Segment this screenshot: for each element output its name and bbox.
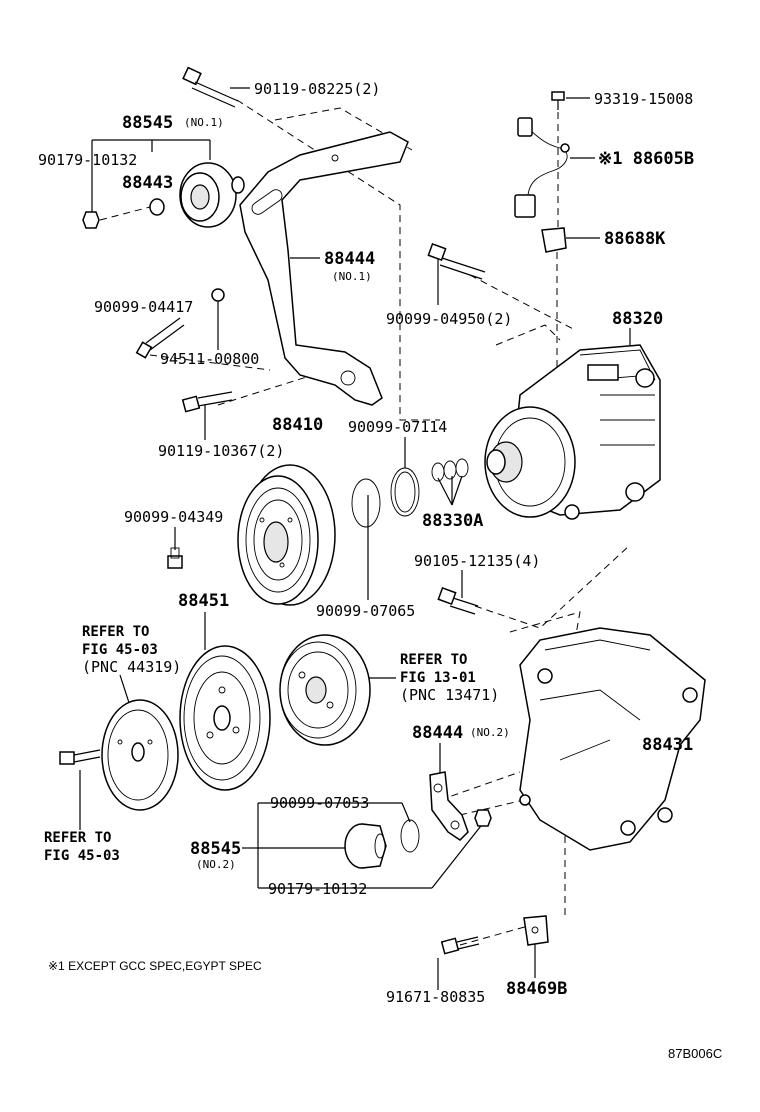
shim-set-88330A-icon [431, 458, 469, 482]
pulley-fig-13-01-icon [279, 634, 371, 746]
refer-45-03b-line2: FIG 45-03 [44, 848, 120, 864]
label-88431: 88431 [642, 735, 693, 755]
clip-88469B-icon [523, 915, 549, 946]
label-88545-top-sub: (NO.1) [184, 116, 224, 129]
bolt-90099-04417-icon [135, 317, 185, 359]
screw-93319-15008-icon [551, 91, 565, 110]
label-88320: 88320 [612, 309, 663, 329]
refer-13-01-line1: REFER TO [400, 652, 467, 668]
snap-ring-90099-07065-icon [351, 478, 381, 528]
dashed-assembly-lines [99, 99, 631, 946]
bracket-88444-no1-icon [239, 131, 409, 406]
bolt-90099-04349-icon [167, 547, 183, 569]
label-90099-07065: 90099-07065 [316, 602, 415, 620]
bolt-90105-12135-icon [437, 587, 479, 615]
refer-fig-45-03-top[interactable]: REFER TO FIG 45-03 (PNC 44319) [82, 624, 181, 676]
refer-13-01-line2: FIG 13-01 [400, 670, 476, 686]
snap-ring-90099-07053-icon [400, 819, 420, 853]
refer-45-03b-line1: REFER TO [44, 830, 111, 846]
label-88545-top: 88545 [122, 113, 173, 133]
nut-90179-10132-bottom-icon [474, 809, 492, 827]
label-90119-08225: 90119-08225(2) [254, 80, 380, 98]
compressor-bracket-88431-icon [519, 627, 706, 851]
label-90099-04349: 90099-04349 [124, 508, 223, 526]
label-90179-10132-top: 90179-10132 [38, 151, 137, 169]
label-90099-07114: 90099-07114 [348, 418, 447, 436]
label-90099-07053: 90099-07053 [270, 794, 369, 812]
pulley-88451-icon [179, 645, 271, 791]
magnetic-clutch-88410-icon [237, 464, 336, 606]
idler-pulley-88545-no2-icon [344, 823, 387, 869]
washer-88545-icon [149, 198, 165, 216]
label-88688K: 88688K [604, 229, 666, 249]
label-90099-04417: 90099-04417 [94, 298, 193, 316]
label-90119-10367: 90119-10367(2) [158, 442, 284, 460]
refer-45-03-line1: REFER TO [82, 624, 149, 640]
label-88469B: 88469B [506, 979, 567, 999]
label-90179-10132-bottom: 90179-10132 [268, 880, 367, 898]
idler-pulley-88443-icon [179, 162, 245, 228]
clamp-88688K-icon [541, 227, 567, 253]
label-90105-12135: 90105-12135(4) [414, 552, 540, 570]
washer-94511-00800-icon [211, 288, 225, 302]
bolt-90119-08225-icon [182, 66, 239, 108]
refer-45-03-line3: (PNC 44319) [82, 658, 181, 676]
figure-code: 87B006C [668, 1046, 722, 1061]
label-88545-bottom-sub: (NO.2) [196, 858, 236, 871]
snap-ring-90099-07114-icon [390, 467, 420, 517]
wire-harness-88605B-icon [514, 117, 570, 218]
bolt-fig-45-03-icon [59, 749, 101, 765]
label-88444-bottom-sub: (NO.2) [470, 726, 510, 739]
label-88451: 88451 [178, 591, 229, 611]
bolt-91671-80835-icon [440, 936, 480, 955]
label-88330A: 88330A [422, 511, 483, 531]
part-labels: 90119-08225(2) 88545 (NO.1) 90179-10132 … [38, 80, 722, 1061]
label-93319-15008: 93319-15008 [594, 90, 693, 108]
label-88444-bottom: 88444 [412, 723, 463, 743]
label-88410: 88410 [272, 415, 323, 435]
refer-13-01-line3: (PNC 13471) [400, 686, 499, 704]
refer-45-03-line2: FIG 45-03 [82, 642, 158, 658]
bolt-90099-04950-icon [427, 243, 486, 280]
nut-90179-10132-icon [82, 211, 100, 229]
refer-fig-45-03-bottom[interactable]: REFER TO FIG 45-03 [44, 830, 120, 864]
label-88605B: ※1 88605B [598, 149, 694, 169]
label-88444-top-sub: (NO.1) [332, 270, 372, 283]
label-91671-80835: 91671-80835 [386, 988, 485, 1006]
bolt-90119-10367-icon [181, 391, 233, 413]
label-90099-04950: 90099-04950(2) [386, 310, 512, 328]
label-88443: 88443 [122, 173, 173, 193]
label-88444-top: 88444 [324, 249, 375, 269]
footnote: ※1 EXCEPT GCC SPEC,EGYPT SPEC [48, 959, 262, 973]
label-88545-bottom: 88545 [190, 839, 241, 859]
bracket-88444-no2-icon [429, 771, 469, 841]
label-94511-00800: 94511-00800 [160, 350, 259, 368]
refer-fig-13-01[interactable]: REFER TO FIG 13-01 (PNC 13471) [400, 652, 499, 704]
pulley-fig-45-03-icon [101, 699, 179, 811]
compressor-88320-icon [484, 344, 661, 520]
